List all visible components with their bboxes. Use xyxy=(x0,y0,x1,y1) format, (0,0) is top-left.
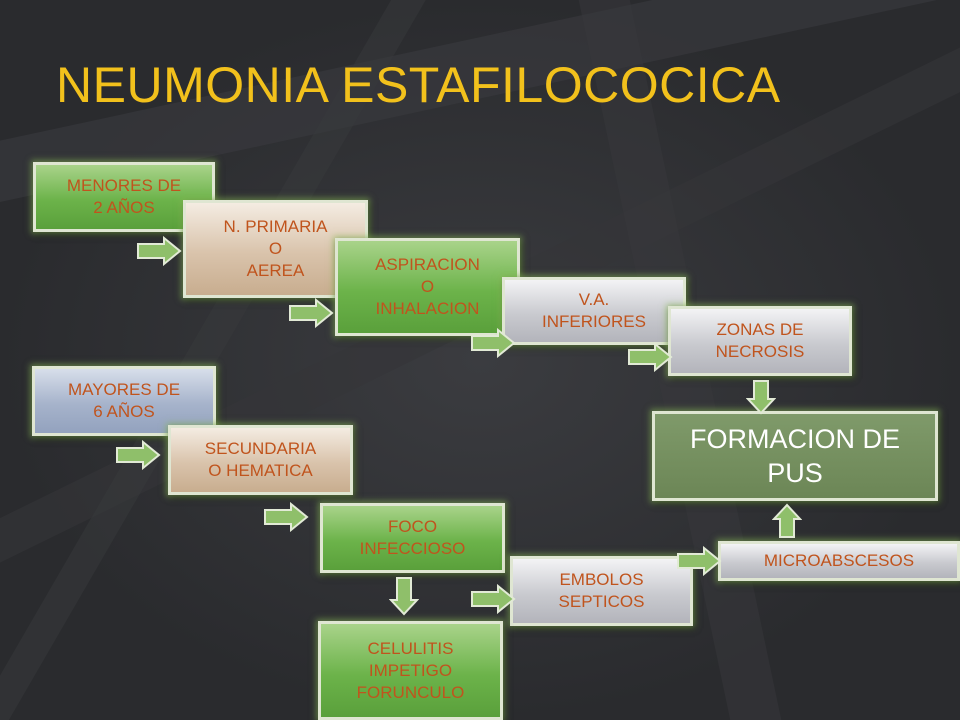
box-mayores-de-6-anos: MAYORES DE 6 AÑOS xyxy=(32,366,216,436)
arrow-right-icon xyxy=(677,546,722,576)
arrow-right-icon xyxy=(628,342,673,372)
arrow-down-icon xyxy=(389,577,419,616)
box-embolos-septicos: EMBOLOS SEPTICOS xyxy=(510,556,693,626)
box-formacion-de-pus: FORMACION DE PUS xyxy=(652,411,938,501)
arrow-right-icon xyxy=(137,236,182,266)
arrow-right-icon xyxy=(471,328,516,358)
box-va-inferiores: V.A. INFERIORES xyxy=(502,277,686,345)
arrow-down-icon xyxy=(746,380,776,415)
arrow-right-icon xyxy=(264,502,309,532)
arrow-up-icon xyxy=(772,503,802,538)
box-menores-de-2-anos: MENORES DE 2 AÑOS xyxy=(33,162,215,232)
box-secundaria-hematica: SECUNDARIA O HEMATICA xyxy=(168,425,353,495)
box-celulitis-impetigo-forunculo: CELULITIS IMPETIGO FORUNCULO xyxy=(318,621,503,720)
box-foco-infeccioso: FOCO INFECCIOSO xyxy=(320,503,505,573)
arrow-right-icon xyxy=(116,440,161,470)
arrow-right-icon xyxy=(471,584,516,614)
box-aspiracion: ASPIRACION O INHALACION xyxy=(335,238,520,336)
box-zonas-de-necrosis: ZONAS DE NECROSIS xyxy=(668,306,852,376)
arrow-right-icon xyxy=(289,298,334,328)
box-microabscesos: MICROABSCESOS xyxy=(718,541,960,581)
slide-title: NEUMONIA ESTAFILOCOCICA xyxy=(56,57,781,113)
